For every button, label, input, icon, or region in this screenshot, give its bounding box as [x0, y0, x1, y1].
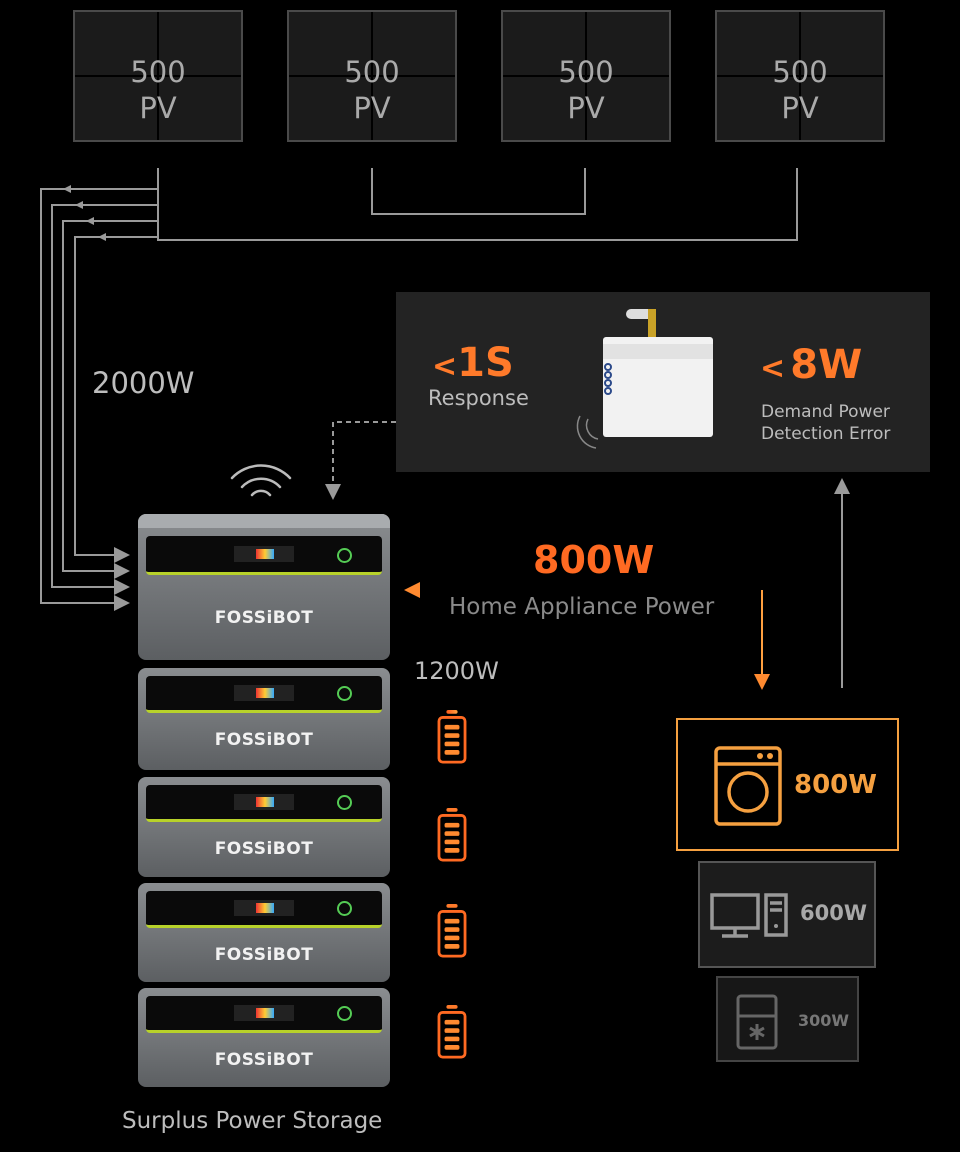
appliance-power: 600W — [800, 901, 867, 925]
battery-charging-icon — [437, 710, 467, 764]
pv-label: PV — [781, 91, 819, 125]
pv-value: 500 — [558, 55, 614, 89]
appliance-power: 800W — [794, 770, 877, 800]
input-power-label: 2000W — [92, 366, 195, 400]
battery-module: FOSSiBOT — [138, 883, 390, 982]
computer-icon — [710, 893, 788, 938]
fridge-icon — [736, 994, 778, 1050]
error-value: < 8W — [760, 342, 863, 388]
pv-label: PV — [139, 91, 177, 125]
power-station-unit: FOSSiBOT — [138, 514, 390, 660]
pv-value: 500 — [772, 55, 828, 89]
battery-module: FOSSiBOT — [138, 668, 390, 770]
pv-value: 500 — [130, 55, 186, 89]
brand-logo: FOSSiBOT — [214, 945, 314, 965]
pv-label: PV — [353, 91, 391, 125]
appliance-washing-machine: 800W — [676, 718, 899, 851]
storage-label: Surplus Power Storage — [122, 1108, 383, 1134]
appliance-fridge: 300W — [716, 976, 859, 1062]
smart-meter-icon — [576, 309, 713, 449]
brand-logo: FOSSiBOT — [214, 1050, 314, 1070]
response-value: <1S — [432, 340, 514, 386]
home-power-label: Home Appliance Power — [449, 594, 715, 620]
brand-logo: FOSSiBOT — [214, 839, 314, 859]
wifi-icon — [230, 464, 292, 497]
appliance-computer: 600W — [698, 861, 876, 968]
battery-charging-icon — [437, 904, 467, 958]
storage-power-label: 1200W — [414, 657, 499, 685]
home-power-value: 800W — [533, 538, 655, 582]
battery-charging-icon — [437, 1005, 467, 1059]
battery-charging-icon — [437, 808, 467, 862]
brand-logo: FOSSiBOT — [214, 730, 314, 750]
washing-machine-icon — [714, 746, 782, 826]
brand-logo: FOSSiBOT — [214, 608, 314, 628]
pv-value: 500 — [344, 55, 400, 89]
appliance-power: 300W — [798, 1011, 850, 1030]
battery-module: FOSSiBOT — [138, 777, 390, 877]
battery-module: FOSSiBOT — [138, 988, 390, 1087]
pv-label: PV — [567, 91, 605, 125]
response-label: Response — [428, 386, 529, 410]
